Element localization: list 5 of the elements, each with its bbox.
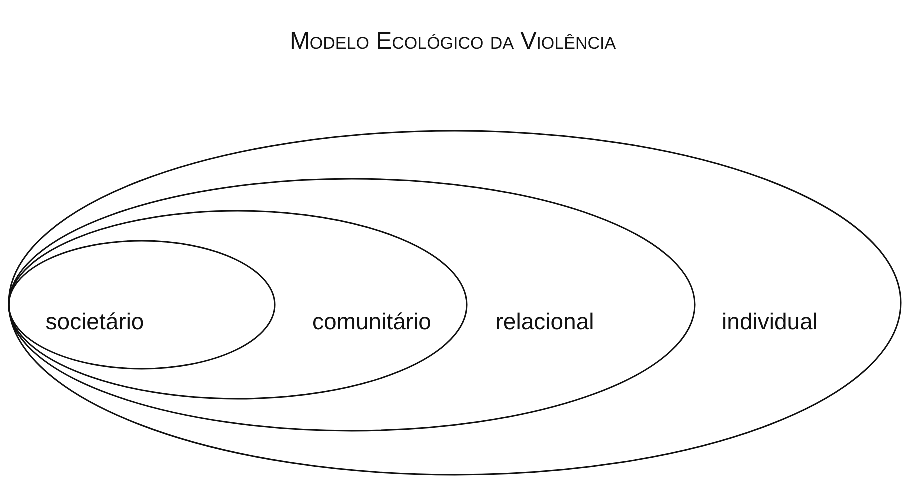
- level-label: relacional: [496, 308, 594, 336]
- diagram-title: Modelo Ecológico da Violência: [288, 28, 618, 56]
- level-label: comunitário: [312, 308, 432, 336]
- level-label: societário: [46, 308, 144, 336]
- level-label: individual: [722, 308, 818, 336]
